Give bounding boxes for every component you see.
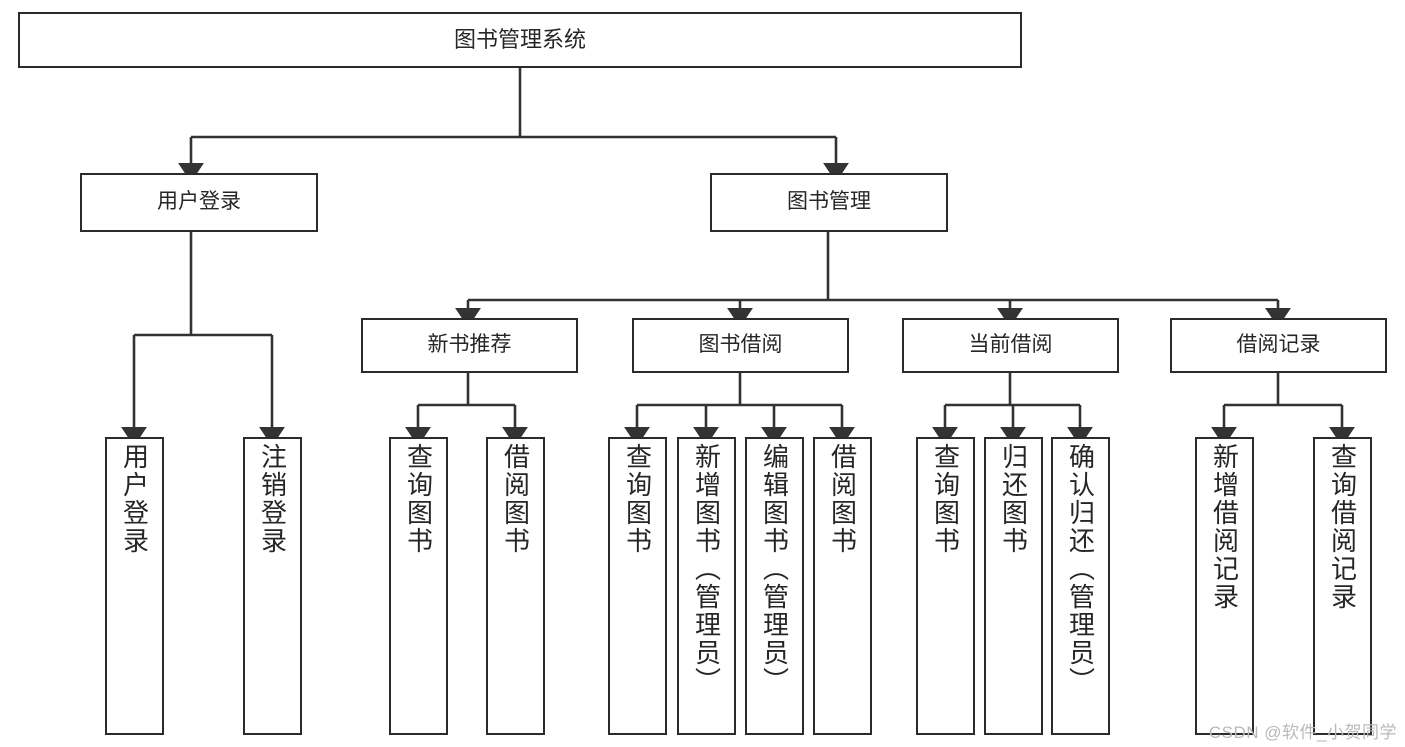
node-leaf-borrow-book-1-label: 借阅图书: [500, 443, 531, 555]
node-borrow-record[interactable]: 借阅记录: [1170, 318, 1387, 373]
node-borrow-record-label: 借阅记录: [1236, 333, 1321, 357]
node-leaf-return-book[interactable]: 归还图书: [984, 437, 1043, 735]
node-book-manage-label: 图书管理: [787, 190, 871, 214]
node-leaf-query-book-1-label: 查询图书: [403, 443, 434, 555]
node-leaf-confirm-return-label: 确认归还（管理员）: [1065, 443, 1096, 695]
node-leaf-logout-label: 注销登录: [257, 443, 288, 555]
node-user-login[interactable]: 用户登录: [80, 173, 318, 232]
node-user-login-label: 用户登录: [157, 190, 241, 214]
node-leaf-add-book[interactable]: 新增图书（管理员）: [677, 437, 736, 735]
node-leaf-user-login[interactable]: 用户登录: [105, 437, 164, 735]
node-leaf-add-record[interactable]: 新增借阅记录: [1195, 437, 1254, 735]
node-leaf-query-record-label: 查询借阅记录: [1327, 443, 1358, 611]
node-root[interactable]: 图书管理系统: [18, 12, 1022, 68]
node-leaf-edit-book[interactable]: 编辑图书（管理员）: [745, 437, 804, 735]
node-leaf-query-book-2[interactable]: 查询图书: [608, 437, 667, 735]
node-leaf-return-book-label: 归还图书: [998, 443, 1029, 555]
node-leaf-add-record-label: 新增借阅记录: [1209, 443, 1240, 611]
node-leaf-query-record[interactable]: 查询借阅记录: [1313, 437, 1372, 735]
node-book-borrow[interactable]: 图书借阅: [632, 318, 849, 373]
node-leaf-user-login-label: 用户登录: [119, 443, 150, 555]
node-leaf-borrow-book-1[interactable]: 借阅图书: [486, 437, 545, 735]
node-leaf-confirm-return[interactable]: 确认归还（管理员）: [1051, 437, 1110, 735]
node-leaf-borrow-book-2[interactable]: 借阅图书: [813, 437, 872, 735]
node-leaf-query-book-3[interactable]: 查询图书: [916, 437, 975, 735]
node-root-label: 图书管理系统: [453, 27, 586, 53]
node-book-borrow-label: 图书借阅: [698, 333, 783, 357]
node-book-manage[interactable]: 图书管理: [710, 173, 948, 232]
watermark-text: CSDN @软件_小贺同学: [1208, 723, 1397, 742]
node-current-borrow[interactable]: 当前借阅: [902, 318, 1119, 373]
node-leaf-query-book-3-label: 查询图书: [930, 443, 961, 555]
node-leaf-query-book-2-label: 查询图书: [622, 443, 653, 555]
node-new-book-rec[interactable]: 新书推荐: [361, 318, 578, 373]
node-new-book-rec-label: 新书推荐: [427, 333, 512, 357]
node-leaf-borrow-book-2-label: 借阅图书: [827, 443, 858, 555]
node-current-borrow-label: 当前借阅: [968, 333, 1053, 357]
node-leaf-logout[interactable]: 注销登录: [243, 437, 302, 735]
node-leaf-add-book-label: 新增图书（管理员）: [691, 443, 722, 695]
node-leaf-edit-book-label: 编辑图书（管理员）: [759, 443, 790, 695]
node-leaf-query-book-1[interactable]: 查询图书: [389, 437, 448, 735]
